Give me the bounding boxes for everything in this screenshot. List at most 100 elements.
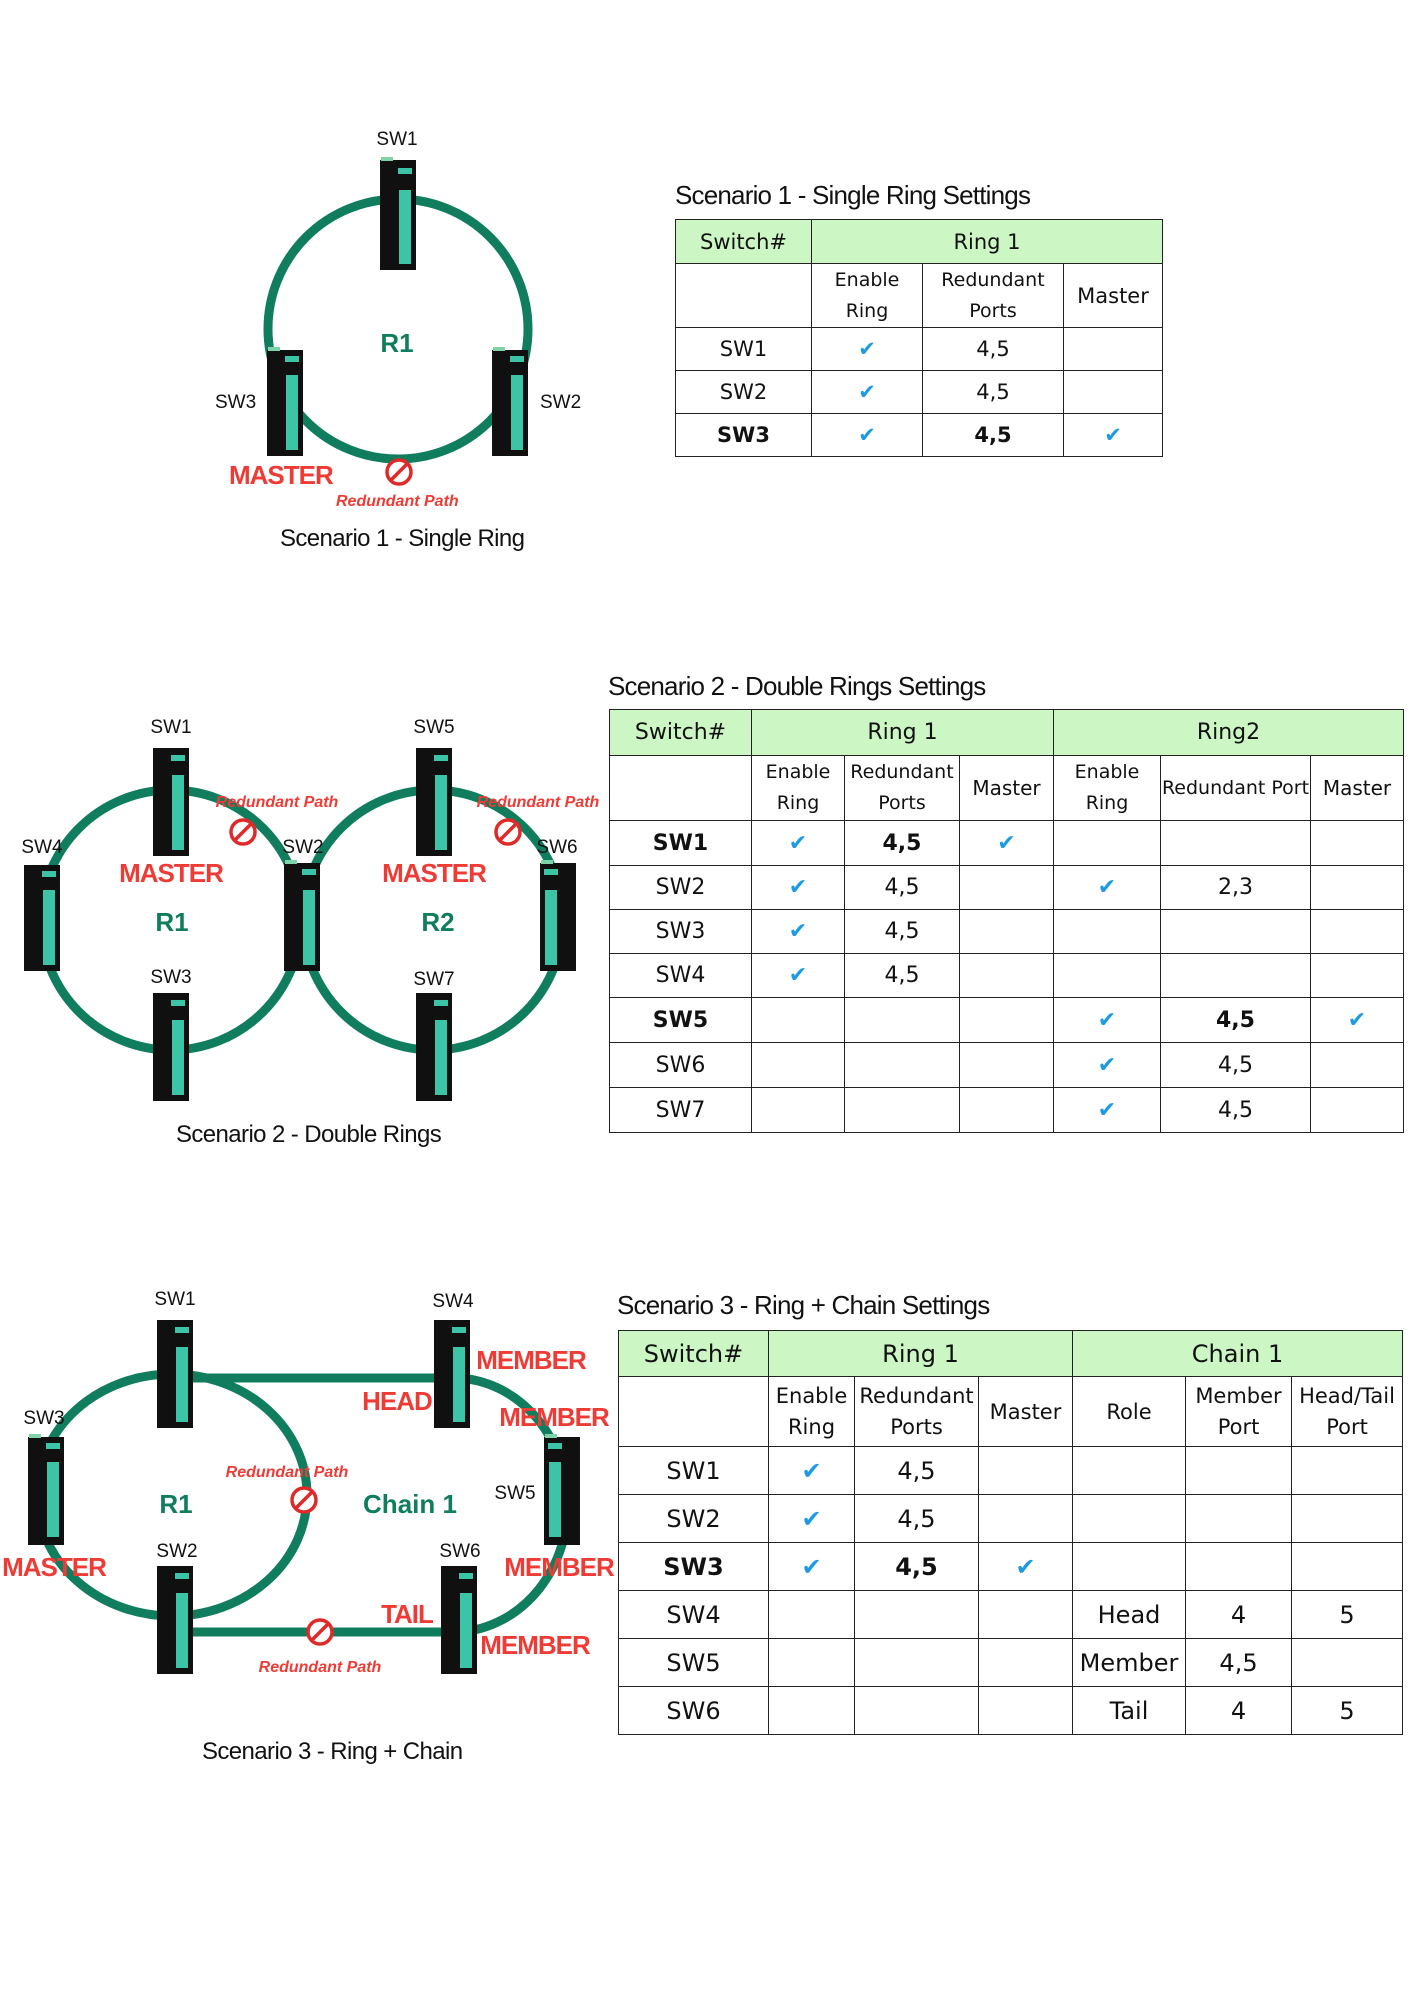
switch-sw1-icon (380, 157, 416, 270)
redundant-path-label-ring1: Redundant Path (216, 794, 339, 811)
cell-ports2 (1160, 820, 1311, 866)
scenario1-table-title: Scenario 1 - Single Ring Settings (675, 180, 1031, 210)
cell-ports1 (844, 997, 960, 1043)
table-row: SW2 ✔ 4,5 (618, 1494, 1404, 1543)
subheader-redundant-port: Redundant Port (1160, 755, 1311, 821)
chain-label: Chain 1 (363, 1489, 457, 1519)
cell-enable (768, 1638, 855, 1687)
cell-enable2: ✔ (1053, 1087, 1161, 1133)
header-ring1: Ring 1 (751, 709, 1054, 756)
scenario1-settings-table: Switch# Ring 1 Enable Ring Redundant Por… (675, 219, 1163, 457)
cell-enable1: ✔ (751, 820, 845, 866)
cell-master (977, 1686, 1074, 1735)
cell-master (977, 1590, 1074, 1639)
master-label: MASTER (2, 1552, 107, 1582)
cell-switch: SW1 (675, 327, 812, 371)
switch-label-sw5: SW5 (413, 717, 454, 738)
cell-enable-check: ✔ (811, 370, 923, 414)
cell-ports2: 4,5 (1160, 1042, 1311, 1088)
table-row: SW3 ✔ 4,5 ✔ (675, 413, 1163, 457)
cell-master1 (959, 1042, 1054, 1088)
cell-switch: SW2 (675, 370, 812, 414)
table-row: SW5 Member 4,5 (618, 1638, 1404, 1687)
cell-master2 (1310, 1042, 1404, 1088)
subheader-redundant-ports: Redundant Ports (844, 755, 960, 821)
member-label-sw5-bottom: MEMBER (504, 1552, 615, 1582)
scenario3-settings-table: Switch# Ring 1 Chain 1 Enable Ring Redun… (618, 1330, 1404, 1735)
cell-master1: ✔ (959, 820, 1054, 866)
cell-master (977, 1494, 1074, 1543)
switch-sw3-icon (267, 347, 303, 456)
scenario2-caption: Scenario 2 - Double Rings (176, 1121, 442, 1148)
cell-ports: 4,5 (854, 1542, 979, 1591)
switch-sw2-icon (492, 347, 528, 456)
cell-member-port (1185, 1542, 1293, 1591)
switch-sw4-icon (24, 865, 60, 971)
switch-sw5-icon (544, 1434, 580, 1545)
subheader-headtail-port: Head/Tail Port (1291, 1376, 1404, 1447)
redundant-path-icon (229, 818, 257, 846)
redundant-path-label-chain: Redundant Path (259, 1659, 382, 1676)
switch-sw6-icon (540, 860, 576, 971)
switch-label-sw3: SW3 (215, 392, 256, 413)
redundant-path-label-ring2: Redundant Path (477, 794, 600, 811)
cell-switch: SW6 (609, 1042, 752, 1088)
cell-role (1072, 1494, 1187, 1543)
switch-label-sw3: SW3 (23, 1408, 64, 1429)
master-label-ring2: MASTER (382, 858, 487, 888)
table-row: SW2 ✔ 4,5 ✔ 2,3 (609, 865, 1404, 910)
cell-ports1: 4,5 (844, 820, 960, 866)
subheader-redundant-ports: Redundant Ports (854, 1376, 979, 1447)
cell-ports2 (1160, 953, 1311, 998)
ring-label-r2: R2 (421, 907, 454, 937)
cell-switch: SW5 (618, 1638, 769, 1687)
cell-enable2: ✔ (1053, 1042, 1161, 1088)
cell-switch: SW3 (609, 909, 752, 954)
cell-headtail-port (1291, 1446, 1404, 1495)
cell-switch: SW3 (675, 413, 812, 457)
cell-switch: SW1 (618, 1446, 769, 1495)
subheader-master: Master (977, 1376, 1074, 1447)
cell-headtail-port (1291, 1494, 1404, 1543)
table-row: SW2 ✔ 4,5 (675, 370, 1163, 414)
master-label-ring1: MASTER (119, 858, 224, 888)
cell-enable (768, 1686, 855, 1735)
ring-label-r1: R1 (155, 907, 188, 937)
redundant-path-label-ring: Redundant Path (226, 1464, 349, 1481)
cell-switch: SW2 (609, 865, 752, 910)
cell-ports2: 4,5 (1160, 1087, 1311, 1133)
scenario3-diagram: SW1 SW2 SW3 SW4 SW5 SW6 R1 Chain 1 MASTE… (2, 1289, 616, 1676)
table-row: SW1 ✔ 4,5 ✔ (609, 820, 1404, 866)
cell-role: Member (1072, 1638, 1187, 1687)
scenario1-caption: Scenario 1 - Single Ring (280, 525, 525, 552)
subheader-master: Master (1310, 755, 1404, 821)
cell-ports2: 2,3 (1160, 865, 1311, 910)
cell-master: ✔ (977, 1542, 1074, 1591)
switch-label-sw7: SW7 (413, 969, 454, 990)
subheader-master: Master (1063, 263, 1163, 328)
cell-master2 (1310, 909, 1404, 954)
cell-master1 (959, 909, 1054, 954)
cell-master (1063, 370, 1163, 414)
switch-label-sw3: SW3 (150, 967, 191, 988)
ring-label-r1: R1 (380, 328, 413, 358)
cell-master2: ✔ (1310, 997, 1404, 1043)
cell-master2 (1310, 820, 1404, 866)
cell-switch: SW7 (609, 1087, 752, 1133)
header-empty (618, 1376, 769, 1447)
cell-member-port: 4 (1185, 1590, 1293, 1639)
switch-label-sw6: SW6 (439, 1541, 480, 1562)
scenario3-table-title: Scenario 3 - Ring + Chain Settings (617, 1290, 990, 1320)
cell-enable2 (1053, 820, 1161, 866)
cell-member-port (1185, 1494, 1293, 1543)
header-ring1: Ring 1 (767, 1330, 1074, 1377)
redundant-path-icon (306, 1618, 334, 1646)
head-label: HEAD (362, 1386, 432, 1416)
table-row: SW6 Tail 4 5 (618, 1686, 1404, 1735)
cell-ports1: 4,5 (844, 865, 960, 910)
switch-sw5-icon (416, 748, 452, 856)
switch-label-sw1: SW1 (150, 717, 191, 738)
cell-enable1 (751, 1087, 845, 1133)
cell-role: Head (1072, 1590, 1187, 1639)
cell-ports2: 4,5 (1160, 997, 1311, 1043)
